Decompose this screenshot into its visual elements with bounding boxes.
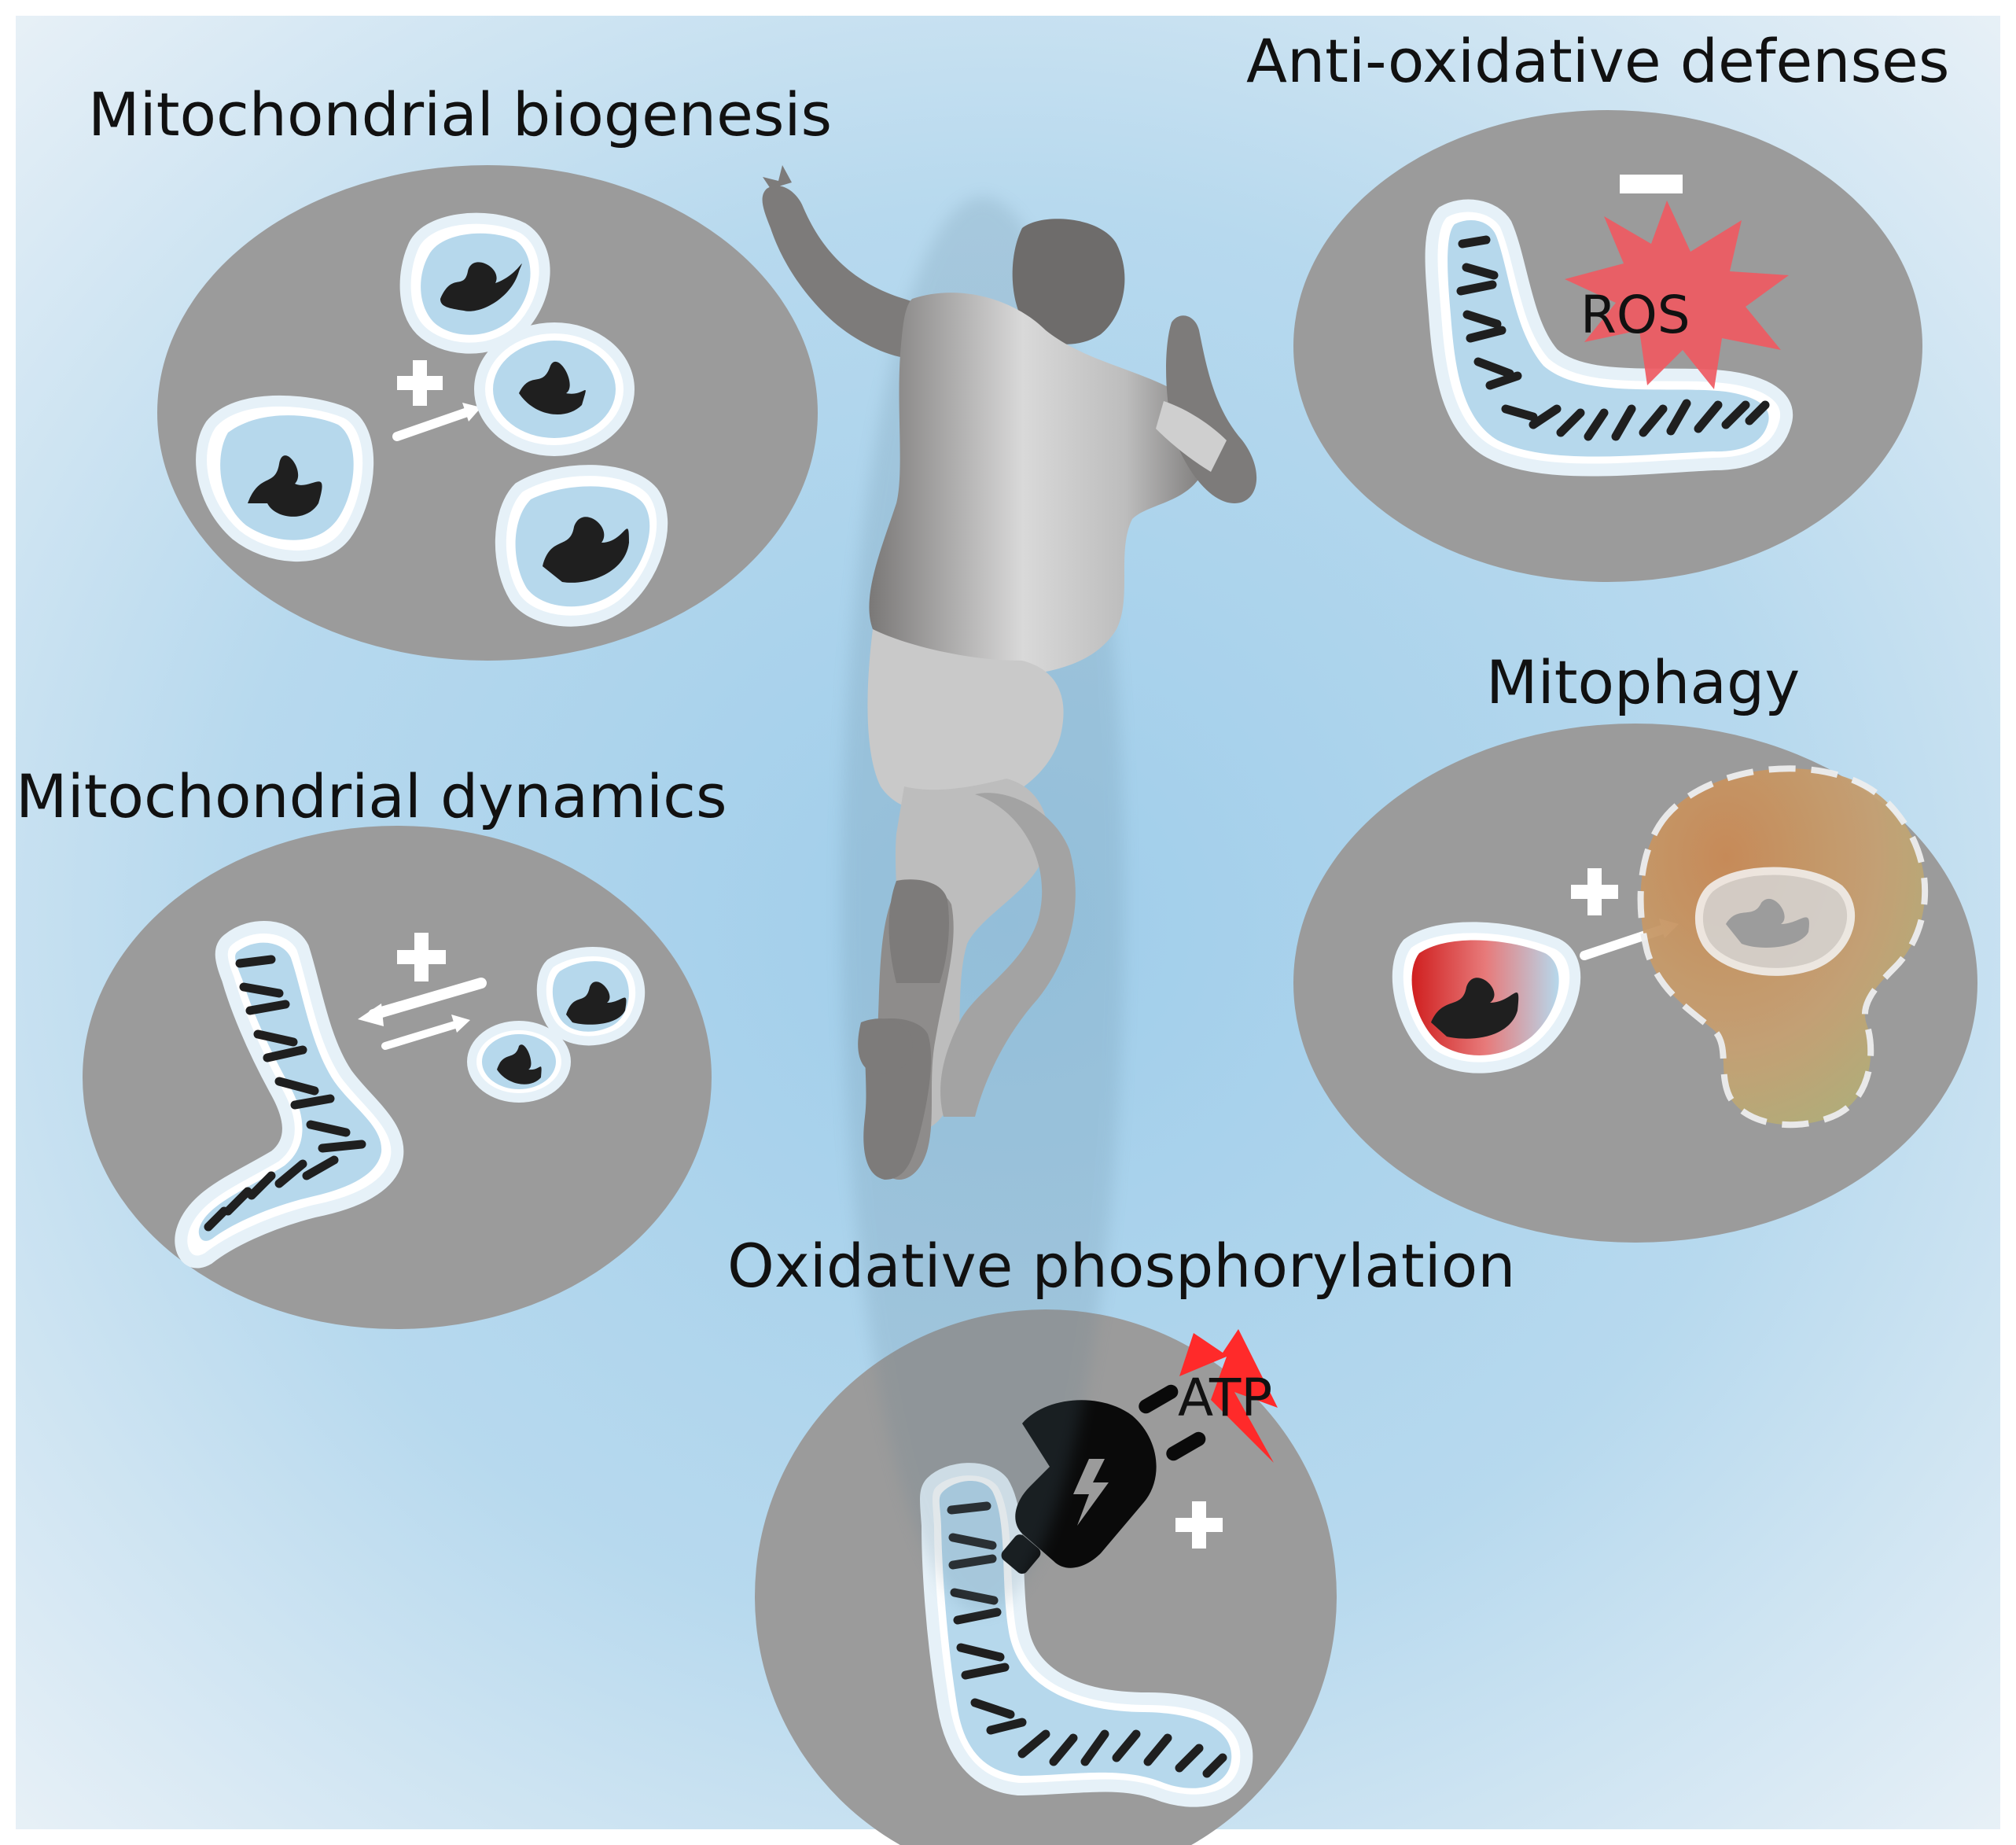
running-person-silhouette — [762, 165, 1257, 1612]
mitochondrion-fragment-top — [536, 947, 646, 1046]
panel-dynamics — [83, 826, 712, 1329]
title-oxphos: Oxidative phosphorylation — [727, 1231, 1516, 1301]
atp-label: ATP — [1178, 1368, 1273, 1428]
activation-sign-oxphos — [1175, 1501, 1223, 1549]
activation-sign-mitophagy — [1571, 868, 1618, 915]
mitochondrion-parent — [196, 395, 374, 562]
panel-dynamics-disc — [83, 826, 712, 1329]
panel-mitophagy — [1293, 724, 1977, 1243]
panel-biogenesis — [157, 165, 818, 661]
mitochondrion-damaged — [1392, 922, 1581, 1073]
title-biogenesis: Mitochondrial biogenesis — [88, 79, 833, 149]
ros-burst — [1565, 201, 1789, 389]
title-mitophagy: Mitophagy — [1486, 647, 1801, 717]
title-dynamics: Mitochondrial dynamics — [16, 761, 727, 831]
ros-label: ROS — [1580, 285, 1690, 345]
mitochondrion-fragment-bottom — [467, 1021, 571, 1103]
cristae-network-fused — [204, 955, 366, 1232]
mitochondrion-fused — [175, 921, 404, 1269]
cristae-network — [1456, 235, 1770, 441]
panel-antioxidant-disc — [1293, 110, 1922, 582]
mitochondrion-daughter-middle — [474, 322, 635, 456]
biogenesis-arrow — [392, 403, 481, 441]
lightning-bolt-icon — [1179, 1329, 1278, 1463]
mitochondrion-daughter-top — [399, 212, 550, 354]
inhibit-sign — [1620, 175, 1683, 193]
mitochondrion-elongated-l — [1425, 199, 1793, 477]
autophagosome — [1637, 765, 1929, 1129]
fission-arrow — [381, 1015, 470, 1050]
title-antioxidant: Anti-oxidative defenses — [1246, 26, 1950, 96]
fusion-arrow — [358, 978, 487, 1026]
mitochondrion-daughter-bottom — [495, 465, 668, 627]
activation-sign-biogenesis — [397, 360, 443, 406]
activation-sign-dynamics — [397, 933, 446, 981]
panel-antioxidant — [1293, 110, 1922, 582]
